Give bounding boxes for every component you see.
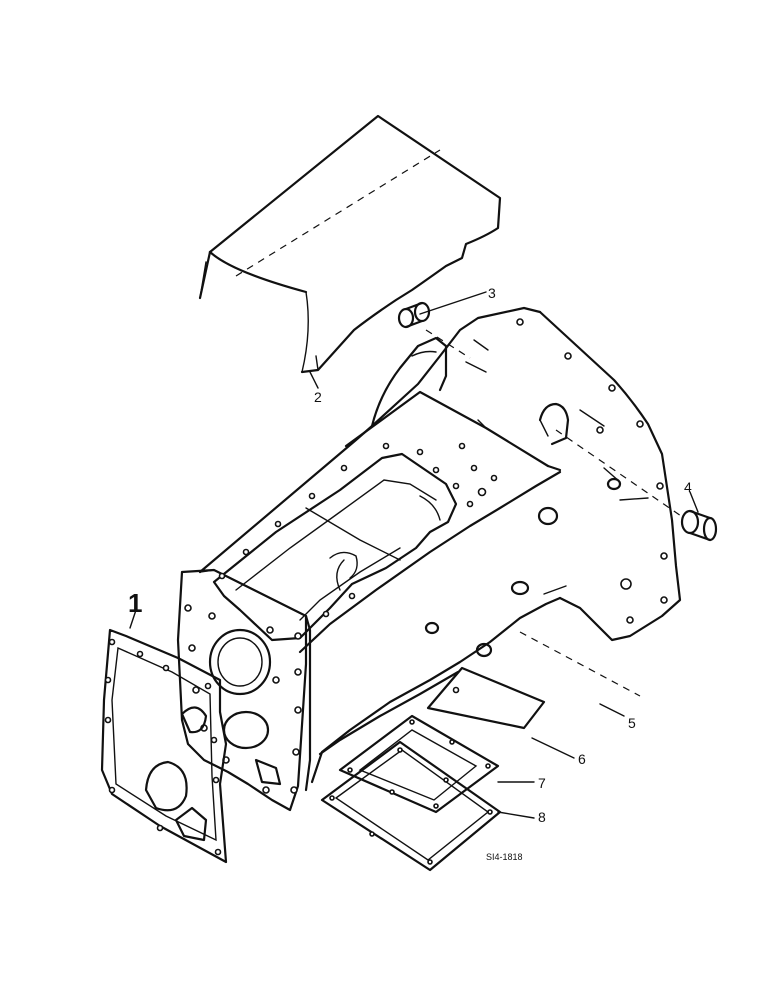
- callout-7: 7: [538, 775, 546, 791]
- callout-1: 1: [128, 588, 142, 618]
- callout-2: 2: [314, 389, 322, 405]
- bottom-plate-part-8: [320, 740, 502, 872]
- drawing-code: SI4-1818: [486, 852, 523, 862]
- callout-4: 4: [684, 479, 692, 495]
- top-cover-part: [198, 114, 502, 374]
- gasket-part-1: [100, 628, 228, 864]
- callout-8: 8: [538, 809, 546, 825]
- pin-part-4: [555, 429, 718, 542]
- bottom-gasket-part-7: [338, 714, 500, 814]
- transmission-housing-part-5: [176, 306, 682, 812]
- callout-5: 5: [628, 715, 636, 731]
- callout-3: 3: [488, 285, 496, 301]
- leader-lines: [129, 291, 699, 819]
- cover-plate-part-6: [426, 666, 546, 730]
- callout-6: 6: [578, 751, 586, 767]
